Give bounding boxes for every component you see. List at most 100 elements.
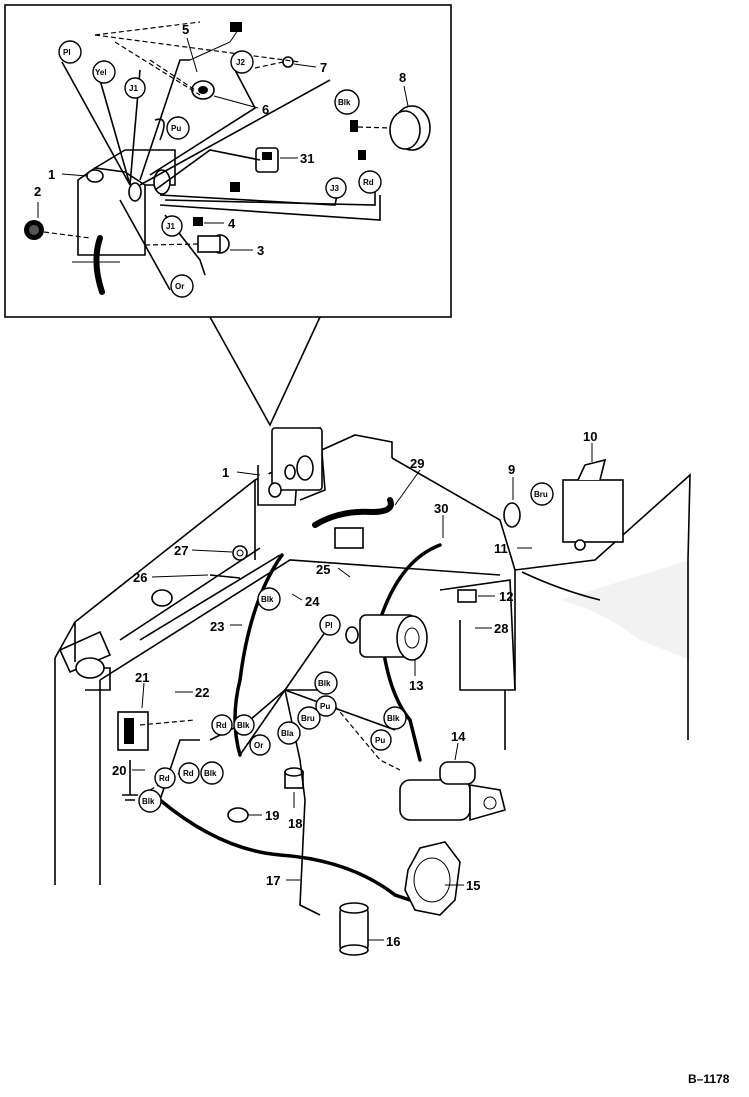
- lamp-part-7: [282, 56, 294, 68]
- svg-text:28: 28: [494, 621, 508, 636]
- svg-text:26: 26: [133, 570, 147, 585]
- svg-text:15: 15: [466, 878, 480, 893]
- svg-text:Rd: Rd: [363, 178, 374, 187]
- svg-text:Pu: Pu: [375, 736, 385, 745]
- svg-text:1: 1: [48, 167, 55, 182]
- grommet-part-27: [232, 545, 248, 561]
- svg-text:22: 22: [195, 685, 209, 700]
- svg-text:8: 8: [399, 70, 406, 85]
- starter-part-14: [399, 761, 506, 822]
- tag-pu-inset: Pu: [166, 116, 190, 140]
- tag-bru-top: Bru: [530, 482, 554, 506]
- bracket-part-10: [562, 458, 624, 551]
- svg-text:Blk: Blk: [318, 679, 331, 688]
- callout-1: 1: [48, 167, 88, 182]
- inset-harness: [93, 235, 105, 295]
- callout-4: 4: [204, 216, 236, 231]
- svg-text:19: 19: [265, 808, 279, 823]
- callout-2: 2: [34, 184, 41, 218]
- bracket-part-1-main: [257, 426, 326, 506]
- svg-text:6: 6: [262, 102, 269, 117]
- svg-text:J1: J1: [166, 222, 175, 231]
- callout-28: 28: [475, 621, 508, 636]
- figure-id: B–1178: [688, 1072, 730, 1086]
- tag-blk-main-1: Blk: [257, 587, 281, 611]
- tag-pu-main-2: Pu: [370, 729, 392, 751]
- svg-text:Blk: Blk: [261, 595, 274, 604]
- svg-text:21: 21: [135, 670, 149, 685]
- svg-text:29: 29: [410, 456, 424, 471]
- svg-text:Rd: Rd: [159, 774, 170, 783]
- tag-bla-main: Bla: [277, 721, 301, 745]
- tag-j1-inset-top: J1: [124, 77, 146, 99]
- callout-27: 27: [174, 543, 233, 558]
- svg-text:Blk: Blk: [338, 98, 351, 107]
- tag-j3-inset: J3: [325, 177, 347, 199]
- callout-16: 16: [368, 934, 400, 949]
- svg-text:Blk: Blk: [204, 769, 217, 778]
- svg-text:20: 20: [112, 763, 126, 778]
- svg-text:1: 1: [222, 465, 229, 480]
- callout-23: 23: [210, 619, 242, 634]
- callout-21: 21: [135, 670, 149, 709]
- svg-text:17: 17: [266, 873, 280, 888]
- light-part-9: [503, 502, 521, 528]
- svg-text:Rd: Rd: [183, 769, 194, 778]
- callout-25: 25: [316, 562, 351, 578]
- svg-text:J1: J1: [129, 84, 138, 93]
- callout-14: 14: [451, 729, 466, 761]
- callout-9: 9: [508, 462, 515, 500]
- tag-yel-inset: Yel: [92, 60, 116, 84]
- svg-text:24: 24: [305, 594, 320, 609]
- svg-text:Bru: Bru: [301, 714, 315, 723]
- callout-18: 18: [288, 792, 302, 831]
- callout-31: 31: [280, 151, 314, 166]
- svg-text:Blk: Blk: [237, 721, 250, 730]
- tag-blk-main-6: Blk: [138, 789, 162, 813]
- svg-text:Yel: Yel: [95, 68, 107, 77]
- svg-text:16: 16: [386, 934, 400, 949]
- svg-text:11: 11: [494, 541, 508, 556]
- callout-24: 24: [291, 593, 320, 609]
- connector-part-5: [230, 22, 242, 32]
- svg-text:Pl: Pl: [325, 621, 333, 630]
- svg-text:31: 31: [300, 151, 314, 166]
- gauge-part-15: [404, 841, 461, 916]
- connector-part-6: [191, 80, 215, 100]
- svg-text:Pu: Pu: [320, 702, 330, 711]
- detail-inset: 1 2 3 4 5 6 7 8 31 Pl Yel J1 Pu J2 Blk J…: [4, 4, 452, 427]
- svg-text:30: 30: [434, 501, 448, 516]
- svg-text:Bla: Bla: [281, 729, 294, 738]
- tag-rd-main-2: Rd: [154, 767, 176, 789]
- cable-part-29: [312, 497, 394, 528]
- key-switch-part-3: [144, 234, 230, 254]
- fuel-pump-part-16: [339, 902, 369, 956]
- light-part-8: [350, 105, 431, 151]
- nut-part-4: [193, 217, 203, 226]
- switch-part-18: [284, 767, 304, 789]
- svg-text:4: 4: [228, 216, 236, 231]
- svg-text:Pu: Pu: [171, 124, 181, 133]
- callout-22: 22: [175, 685, 209, 700]
- callout-7: 7: [293, 60, 327, 75]
- svg-text:Bru: Bru: [534, 490, 548, 499]
- tag-j2-inset: J2: [230, 50, 254, 74]
- tag-rd-main-3: Rd: [178, 762, 200, 784]
- svg-text:Or: Or: [175, 282, 184, 291]
- callout-1-main: 1: [222, 465, 261, 480]
- svg-text:10: 10: [583, 429, 597, 444]
- callout-15: 15: [445, 878, 480, 893]
- switch-bracket: [77, 167, 146, 256]
- tag-blk-main-3: Blk: [383, 706, 407, 730]
- svg-text:14: 14: [451, 729, 466, 744]
- callout-19: 19: [248, 808, 279, 823]
- tag-rd-inset: Rd: [358, 170, 382, 194]
- tag-blk-inset: Blk: [334, 89, 360, 115]
- svg-text:27: 27: [174, 543, 188, 558]
- callout-30: 30: [434, 501, 448, 538]
- svg-text:23: 23: [210, 619, 224, 634]
- svg-text:7: 7: [320, 60, 327, 75]
- inset-frame: [4, 4, 452, 318]
- callout-13: 13: [409, 660, 423, 693]
